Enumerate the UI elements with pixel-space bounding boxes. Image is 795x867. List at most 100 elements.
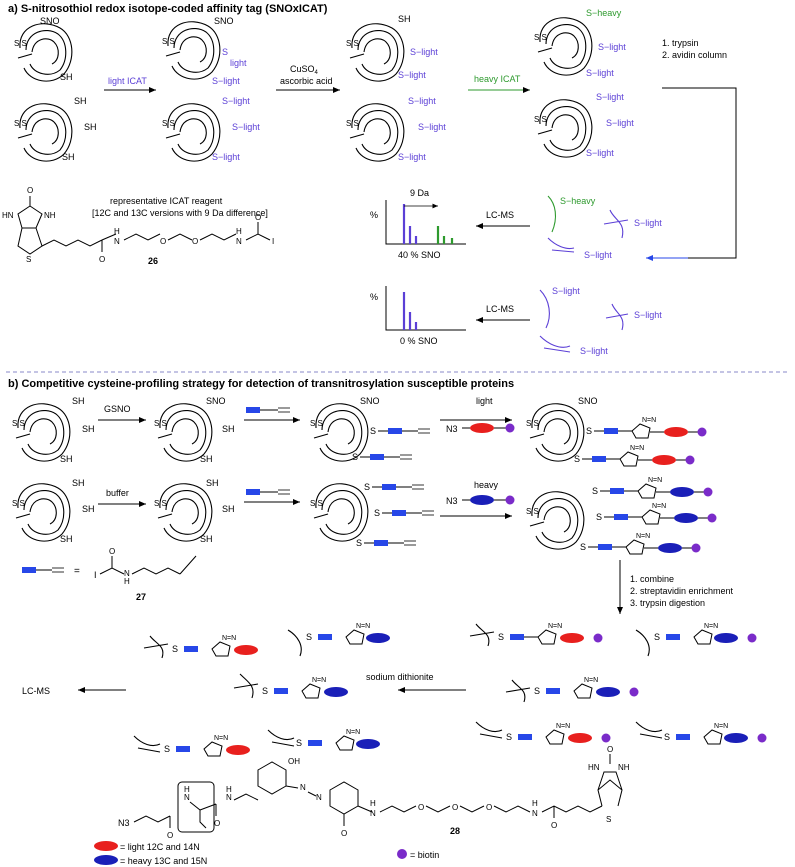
b2-sh-1: SH	[222, 424, 235, 434]
b3-probe-1: S	[370, 426, 430, 436]
r26-i: I	[272, 237, 274, 246]
heavy-azide-reagent: N3	[446, 495, 515, 506]
step-buffer: buffer	[106, 488, 129, 498]
protein-b2: S S	[154, 403, 213, 462]
svg-text:S S: S S	[12, 499, 25, 508]
a5-s-light-2: S−light	[398, 70, 426, 80]
svg-text:S: S	[306, 632, 312, 642]
protein-a-sno: S S	[14, 23, 73, 82]
svg-text:S S: S S	[534, 115, 547, 124]
svg-text:S: S	[364, 482, 370, 492]
svg-text:S S: S S	[346, 119, 359, 128]
b8-conjugate-2: S N=N	[596, 503, 717, 525]
r28-n-val: N	[184, 793, 190, 802]
b7-probe-1: S	[364, 482, 424, 492]
svg-text:S S: S S	[526, 507, 539, 516]
svg-text:N=N: N=N	[346, 729, 360, 736]
r26-o-top: O	[27, 186, 33, 195]
a3-sno: SNO	[214, 16, 234, 26]
step-avidin: 2. avidin column	[662, 50, 727, 60]
a6-s-light-3: S−light	[398, 152, 426, 162]
svg-text:N=N: N=N	[556, 723, 570, 730]
a1-sno-label: SNO	[40, 16, 60, 26]
r28-hn: HN	[588, 763, 600, 772]
r28-n3: N3	[118, 818, 130, 828]
svg-text:S: S	[534, 686, 540, 696]
svg-text:N=N: N=N	[584, 677, 598, 684]
svg-text:S: S	[574, 454, 580, 464]
protein-a6: S S	[346, 103, 405, 162]
svg-text:N3: N3	[446, 424, 458, 434]
compound-28-structure: N3 O N H O N H OH N N O H N O O O H N	[118, 745, 630, 840]
ms2-0-sno: 0 % SNO	[400, 336, 438, 346]
a8-s-light-1: S−light	[596, 92, 624, 102]
svg-text:S: S	[506, 732, 512, 742]
svg-text:S: S	[654, 632, 660, 642]
r26-h1: H	[114, 227, 120, 236]
step-light-icat: light ICAT	[108, 76, 147, 86]
r26-hn: HN	[2, 211, 14, 220]
svg-text:S S: S S	[14, 119, 27, 128]
r26-o-amide1: O	[99, 255, 105, 264]
svg-text:N=N: N=N	[714, 723, 728, 730]
a1-sh-label: SH	[60, 72, 73, 82]
svg-text:S S: S S	[534, 33, 547, 42]
a4-s-light-1: S−light	[222, 96, 250, 106]
r26-o-ether2: O	[192, 237, 198, 246]
a2-sh-1: SH	[74, 96, 87, 106]
b1-sh-3: SH	[60, 454, 73, 464]
a7-s-heavy: S−heavy	[586, 8, 622, 18]
legend-light: = light 12C and 14N	[120, 842, 200, 852]
svg-text:S: S	[374, 508, 380, 518]
ms2-percent: %	[370, 292, 378, 302]
svg-text:S: S	[596, 512, 602, 522]
svg-text:S: S	[498, 632, 504, 642]
r26-n1: N	[114, 237, 120, 246]
pep2-s-light-1: S−light	[552, 286, 580, 296]
lcms-b: LC-MS	[22, 686, 50, 696]
legend-heavy: = heavy 13C and 15N	[120, 856, 207, 866]
r27-o: O	[109, 547, 115, 556]
r28-o2: O	[214, 819, 220, 828]
r28-h-val: H	[184, 785, 190, 794]
step-light: light	[476, 396, 493, 406]
b4-conjugate-1: S N=N	[586, 417, 707, 439]
r28-o8: O	[607, 745, 613, 754]
pep-s-light-1: S−light	[634, 218, 662, 228]
icat-reagent-26: representative ICAT reagent [12C and 13C…	[2, 186, 274, 266]
alkyne-reagent-icon-1	[246, 407, 290, 413]
b1-sh-1: SH	[72, 396, 85, 406]
b6-sh-1: SH	[206, 478, 219, 488]
r28-n4: N	[532, 809, 538, 818]
b5-sh-2: SH	[82, 504, 95, 514]
step-ascorbic: ascorbic acid	[280, 76, 333, 86]
protein-a3: S S	[162, 21, 221, 80]
r27-i: I	[94, 570, 97, 580]
r28-h3: H	[370, 799, 376, 808]
digest-peptides-right: S N=N S N=N S N=N S	[469, 623, 767, 745]
svg-text:S S: S S	[346, 39, 359, 48]
compound-27-label: 27	[136, 592, 146, 602]
a8-s-light-2: S−light	[606, 118, 634, 128]
legend-heavy-swatch	[94, 855, 118, 865]
svg-text:S S: S S	[12, 419, 25, 428]
protein-b1: S S	[12, 403, 71, 462]
b3-sno: SNO	[360, 396, 380, 406]
r28-h2: H	[226, 785, 232, 794]
b8-conjugate-3: S N=N	[580, 533, 701, 555]
r28-nh: NH	[618, 763, 630, 772]
protein-a7: S S	[534, 17, 593, 76]
reagent-27: = I O H N 27	[22, 547, 197, 602]
equals-sign: =	[74, 566, 80, 577]
svg-text:S S: S S	[154, 419, 167, 428]
r28-s: S	[606, 815, 611, 824]
r28-azo-n1: N	[300, 783, 306, 792]
a6-s-light-1: S−light	[408, 96, 436, 106]
b3-probe-2: S	[352, 452, 412, 462]
step-cuso4: CuSO4	[290, 64, 319, 76]
svg-text:S: S	[296, 738, 302, 748]
b4-sno: SNO	[578, 396, 598, 406]
compound-28-label: 28	[450, 826, 460, 836]
b5-sh-3: SH	[60, 534, 73, 544]
protein-b3: S S	[310, 403, 369, 462]
